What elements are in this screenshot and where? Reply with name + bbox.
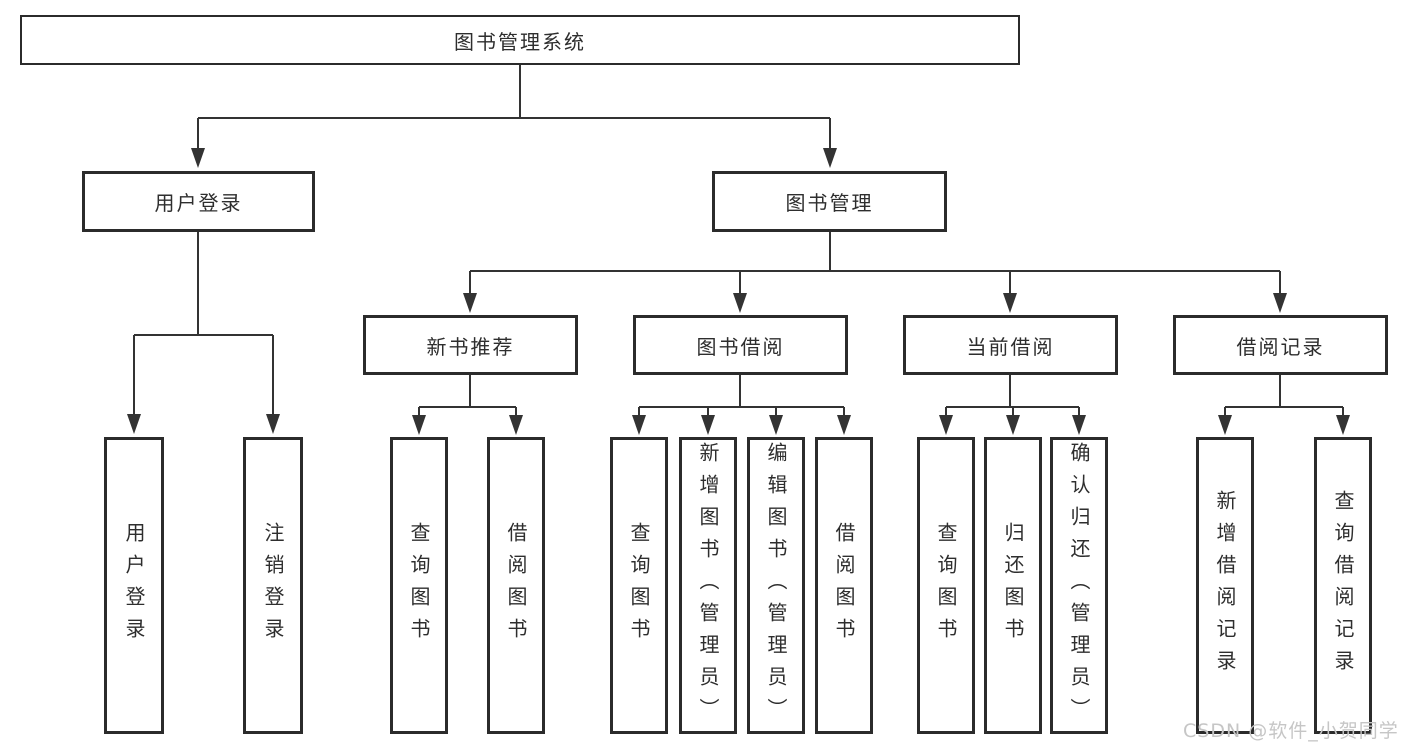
- leaf-confirm-return-admin-label: 确认归还（管理员）: [1067, 441, 1091, 730]
- leaf-borrow-books-2-label: 借阅图书: [832, 521, 856, 650]
- leaf-confirm-return-admin: 确认归还（管理员）: [1050, 437, 1108, 734]
- leaf-query-borrow-record-label: 查询借阅记录: [1331, 489, 1355, 682]
- node-new-book-recommend-label: 新书推荐: [426, 334, 515, 359]
- leaf-add-book-admin-label: 新增图书（管理员）: [696, 441, 720, 730]
- leaf-edit-book-admin-label: 编辑图书（管理员）: [764, 441, 788, 730]
- leaf-logout: 注销登录: [243, 437, 303, 734]
- node-borrow-records-label: 借阅记录: [1236, 334, 1325, 359]
- node-book-borrow-label: 图书借阅: [696, 334, 785, 359]
- node-library-system: 图书管理系统: [20, 15, 1020, 65]
- leaf-add-borrow-record: 新增借阅记录: [1196, 437, 1254, 734]
- leaf-return-books: 归还图书: [984, 437, 1042, 734]
- leaf-query-books-3: 查询图书: [917, 437, 975, 734]
- leaf-return-books-label: 归还图书: [1001, 521, 1025, 650]
- leaf-query-borrow-record: 查询借阅记录: [1314, 437, 1372, 734]
- node-borrow-records: 借阅记录: [1173, 315, 1388, 375]
- leaf-borrow-books-2: 借阅图书: [815, 437, 873, 734]
- leaf-borrow-books-1: 借阅图书: [487, 437, 545, 734]
- leaf-add-book-admin: 新增图书（管理员）: [679, 437, 737, 734]
- leaf-query-books-2-label: 查询图书: [627, 521, 651, 650]
- node-book-borrow: 图书借阅: [633, 315, 848, 375]
- csdn-watermark: CSDN @软件_小贺同学: [1183, 720, 1399, 742]
- node-current-borrow-label: 当前借阅: [966, 334, 1055, 359]
- leaf-user-login-label: 用户登录: [122, 521, 146, 650]
- node-book-management-label: 图书管理: [785, 191, 874, 215]
- leaf-logout-label: 注销登录: [261, 521, 285, 650]
- node-user-login: 用户登录: [82, 171, 315, 232]
- leaf-add-borrow-record-label: 新增借阅记录: [1213, 489, 1237, 682]
- node-library-system-label: 图书管理系统: [454, 29, 586, 54]
- leaf-borrow-books-1-label: 借阅图书: [504, 521, 528, 650]
- leaf-query-books-1-label: 查询图书: [407, 521, 431, 650]
- node-new-book-recommend: 新书推荐: [363, 315, 578, 375]
- leaf-query-books-2: 查询图书: [610, 437, 668, 734]
- node-user-login-label: 用户登录: [154, 191, 243, 215]
- node-book-management: 图书管理: [712, 171, 947, 232]
- node-current-borrow: 当前借阅: [903, 315, 1118, 375]
- leaf-user-login: 用户登录: [104, 437, 164, 734]
- leaf-edit-book-admin: 编辑图书（管理员）: [747, 437, 805, 734]
- leaf-query-books-1: 查询图书: [390, 437, 448, 734]
- leaf-query-books-3-label: 查询图书: [934, 521, 958, 650]
